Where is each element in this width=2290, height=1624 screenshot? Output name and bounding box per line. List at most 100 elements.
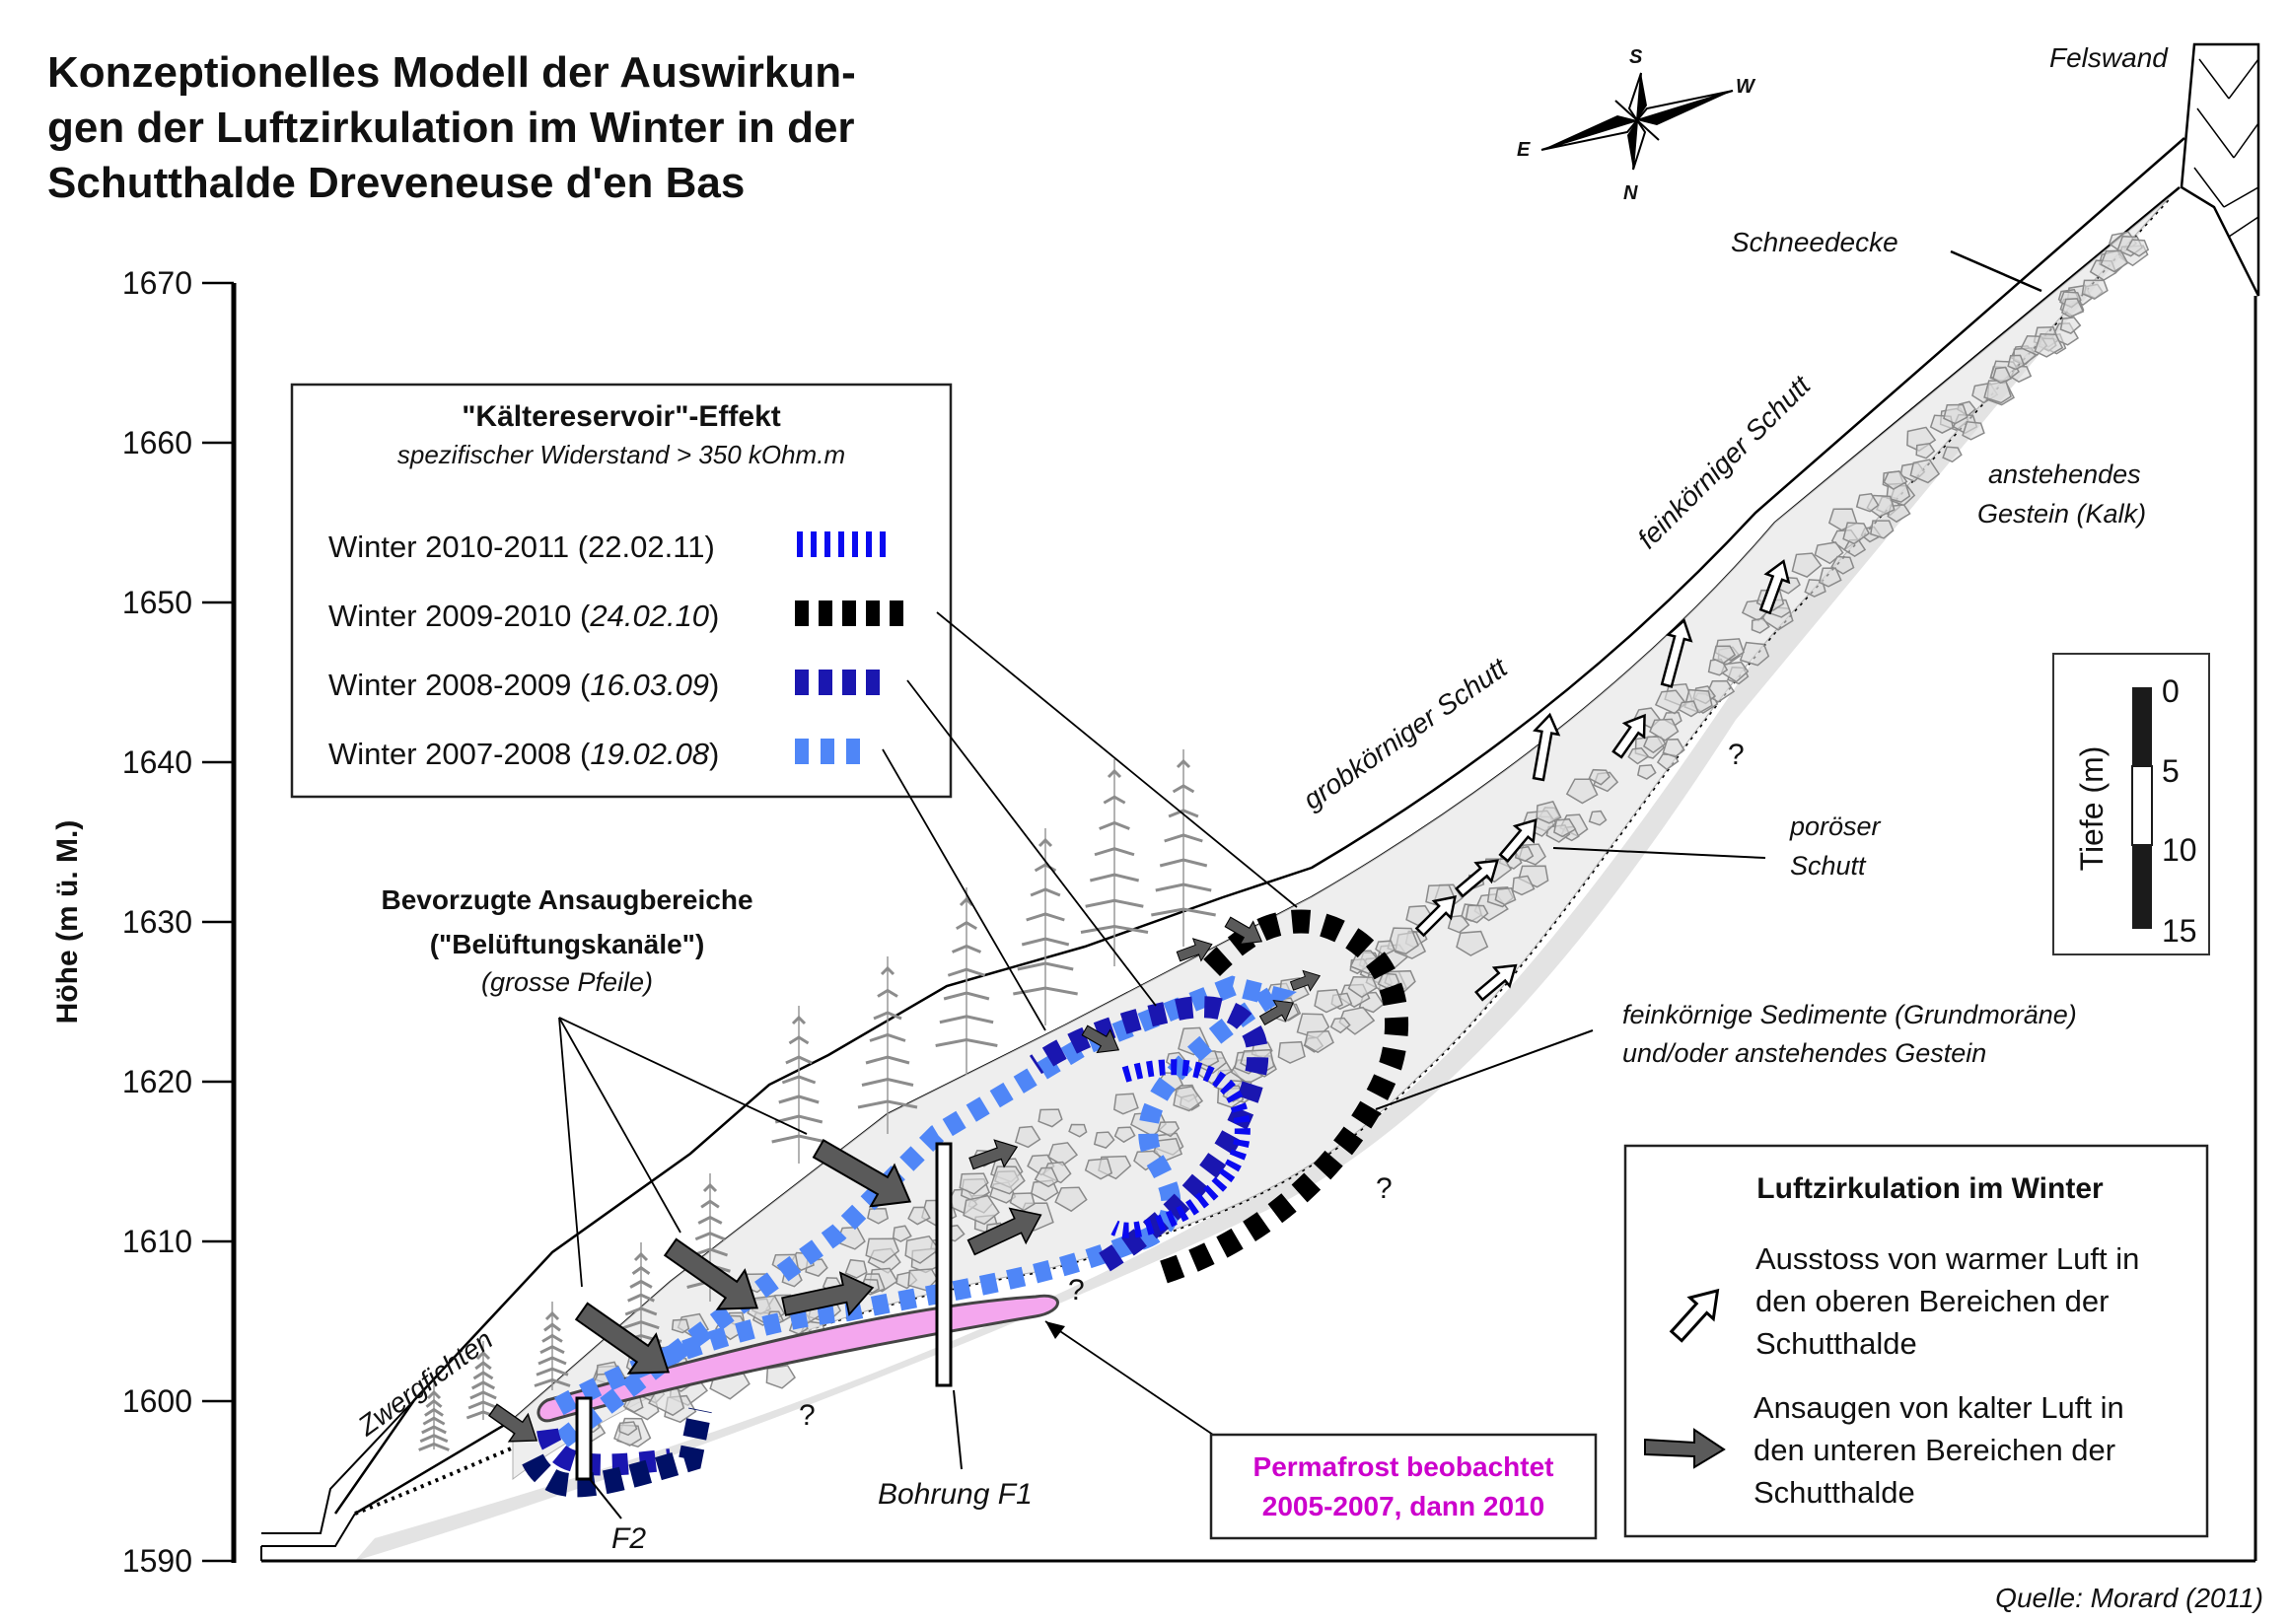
tree-branch xyxy=(1155,883,1212,892)
warm-air-arrows xyxy=(1414,559,1791,1002)
tree-branch xyxy=(959,896,974,907)
tree-branch xyxy=(426,1389,442,1400)
tree-branch xyxy=(631,1265,651,1275)
y-axis-label: Höhe (m ü. M.) xyxy=(51,820,84,1024)
y-tick-label: 1670 xyxy=(122,265,192,301)
legend-swatch-dash xyxy=(866,670,880,695)
tree-branch xyxy=(943,991,990,1001)
tree-branch xyxy=(475,1350,491,1361)
cold-legend-line-1: Ansaugen von kalter Luft in xyxy=(1753,1390,2124,1425)
reservoir-legend: "Kältereservoir"-Effekt spezifischer Wid… xyxy=(290,383,953,799)
circulation-legend: Luftzirkulation im Winter Ausstoss von w… xyxy=(1623,1144,2209,1538)
legend-swatch-dash xyxy=(795,670,809,695)
reservoir-legend-title: "Kältereservoir"-Effekt xyxy=(462,400,781,433)
warm-air-arrow xyxy=(1660,618,1693,688)
rock xyxy=(1791,552,1823,578)
rock xyxy=(1869,520,1895,539)
rock xyxy=(1536,801,1562,824)
depth-tick-15: 15 xyxy=(2162,913,2197,949)
warm-legend-line-2: den oberen Bereichen der xyxy=(1755,1284,2109,1318)
tree-branch xyxy=(869,1032,906,1042)
rock xyxy=(1034,1166,1059,1188)
tree-branch xyxy=(537,1356,567,1366)
legend-swatch-dash xyxy=(795,600,809,626)
rock xyxy=(1112,1093,1139,1115)
y-tick-label: 1650 xyxy=(122,585,192,620)
rock xyxy=(1588,810,1608,826)
spruce-trees xyxy=(418,749,1216,1451)
tree-branch xyxy=(691,1247,729,1257)
y-tick-label: 1640 xyxy=(122,744,192,780)
rock xyxy=(1093,1131,1115,1149)
title-line-3: Schutthalde Dreveneuse d'en Bas xyxy=(47,159,745,207)
warm-air-arrow xyxy=(1611,713,1646,759)
cold-legend-line-3: Schutthalde xyxy=(1753,1475,1915,1510)
y-tick-label: 1610 xyxy=(122,1224,192,1259)
rock xyxy=(1047,1142,1079,1166)
reservoir-legend-subtitle: spezifischer Widerstand > 350 kOhm.m xyxy=(397,440,845,469)
rock xyxy=(1855,492,1880,513)
tree-branch xyxy=(956,921,977,931)
legend-swatch-dash xyxy=(819,670,832,695)
tree-branch xyxy=(788,1035,810,1045)
compass-e: E xyxy=(1517,139,1531,161)
snow-cover xyxy=(333,137,2185,1515)
rock xyxy=(907,1206,931,1226)
tree-branch xyxy=(947,967,986,977)
rock xyxy=(867,1207,890,1225)
rock xyxy=(1942,446,1963,463)
tree-branch xyxy=(536,1367,569,1377)
y-tick-label: 1630 xyxy=(122,904,192,940)
title-line-1: Konzeptionelles Modell der Auswirkun- xyxy=(47,48,856,97)
cold-air-arrow xyxy=(663,1237,759,1310)
rock xyxy=(1456,930,1489,956)
tree-branch xyxy=(1026,912,1065,922)
unknown-marker: ? xyxy=(799,1399,816,1432)
cold-air-arrow xyxy=(1258,999,1294,1026)
tree-branch xyxy=(1099,820,1130,830)
rock xyxy=(1992,366,2013,385)
tree-branch xyxy=(877,988,898,998)
rock xyxy=(1649,718,1680,741)
rock xyxy=(1943,403,1968,425)
anstehendes-label-1: anstehendes xyxy=(1988,459,2141,489)
legend-entry-label: Winter 2009-2010 (24.02.10) xyxy=(328,599,719,633)
tree-branch xyxy=(1017,961,1074,971)
felswand-cliff xyxy=(2180,42,2260,297)
tree-branch xyxy=(873,1011,902,1021)
tree-branch xyxy=(774,1114,823,1124)
tree-branch xyxy=(421,1425,447,1435)
rock xyxy=(1465,904,1489,924)
felswand-label: Felswand xyxy=(2049,42,2169,73)
tree-branch xyxy=(1030,887,1061,897)
ansaug-line-2: ("Belüftungskanäle") xyxy=(430,929,705,959)
warm-air-arrow xyxy=(1758,559,1791,615)
depth-tick-0: 0 xyxy=(2162,673,2180,709)
borehole-f2 xyxy=(575,1396,593,1481)
rock xyxy=(1553,817,1577,838)
rock xyxy=(1009,1192,1036,1212)
tree-branch xyxy=(939,1015,994,1024)
cold-air-arrow xyxy=(781,1271,875,1316)
tree-branch xyxy=(629,1279,653,1289)
rock xyxy=(2100,249,2129,273)
legend-swatch-dash xyxy=(797,531,803,557)
rock xyxy=(1909,459,1941,484)
cold-air-arrow xyxy=(812,1138,912,1208)
cold-air-arrow xyxy=(1176,938,1213,962)
cold-air-arrows xyxy=(488,916,1322,1443)
legend-swatch-dash xyxy=(842,670,856,695)
tree-branch xyxy=(785,1055,813,1065)
permafrost-callout: Permafrost beobachtet 2005-2007, dann 20… xyxy=(1044,1320,1598,1540)
tree-branch xyxy=(633,1251,649,1262)
rock xyxy=(904,1235,941,1264)
rock xyxy=(618,1421,638,1437)
rock xyxy=(1627,747,1650,765)
rock xyxy=(1915,442,1936,459)
cold-air-arrow xyxy=(1224,916,1263,946)
rock xyxy=(1314,989,1344,1014)
rock xyxy=(1842,522,1871,545)
rock xyxy=(1712,645,1737,665)
legend-swatch-dash xyxy=(866,600,880,626)
legend-swatch-dash xyxy=(852,531,858,557)
